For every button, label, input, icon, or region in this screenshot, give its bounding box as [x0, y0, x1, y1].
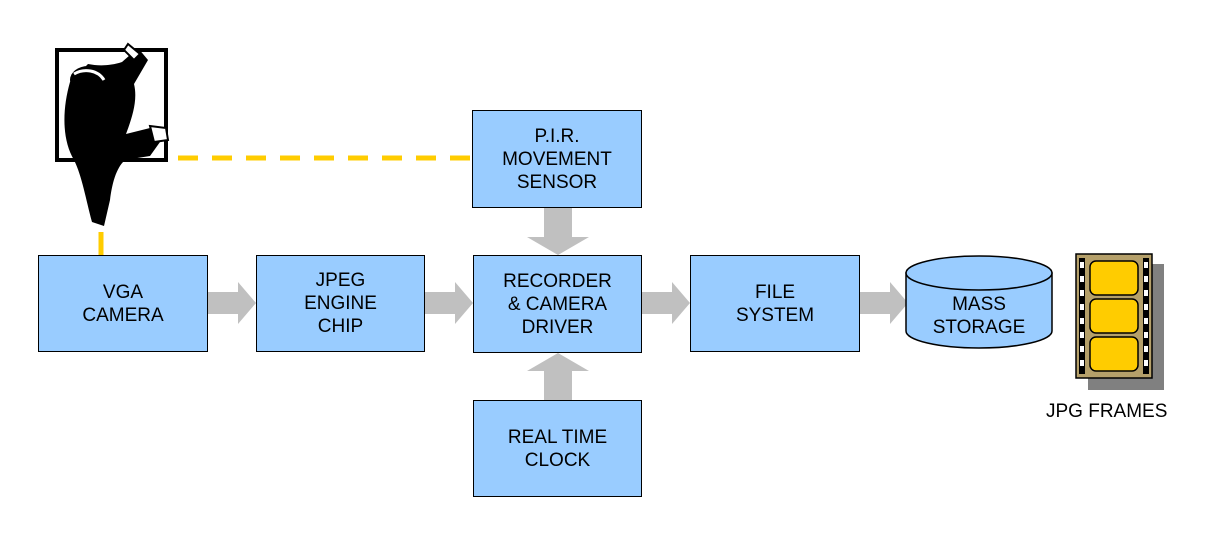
recorder-block: RECORDER & CAMERA DRIVER — [473, 255, 642, 353]
block-label-line: CHIP — [317, 316, 364, 337]
storage-label-line: MASS — [952, 294, 1006, 315]
block-label-line: FILE — [754, 281, 796, 303]
block-label-line: SYSTEM — [735, 304, 815, 326]
arrow-recorder-to-filesystem — [642, 282, 690, 324]
arrow-rtc-to-recorder — [527, 353, 589, 400]
mass-storage-label: MASS STORAGE — [906, 293, 1052, 339]
block-label-line: SENSOR — [516, 171, 598, 193]
jpeg-engine-block: JPEG ENGINE CHIP — [256, 255, 425, 352]
jpg-frames-caption: JPG FRAMES — [1046, 401, 1168, 422]
block-label-line: P.I.R. — [534, 125, 580, 147]
arrow-filesystem-to-storage — [860, 282, 908, 324]
storage-label-line: STORAGE — [932, 317, 1026, 338]
arrow-sensor-to-recorder — [527, 208, 589, 255]
intruder-icon — [55, 42, 170, 226]
block-label-line: REAL TIME — [507, 426, 608, 448]
film-strip-icon — [1075, 253, 1164, 390]
block-label-line: MOVEMENT — [502, 148, 612, 170]
block-label-line: JPEG — [315, 270, 366, 291]
rtc-block: REAL TIME CLOCK — [473, 400, 642, 497]
arrow-camera-to-jpeg — [208, 282, 256, 324]
block-label-line: VGA — [102, 281, 144, 303]
block-label-line: CLOCK — [524, 449, 591, 471]
vga-camera-block: VGA CAMERA — [38, 255, 208, 352]
block-label-line: DRIVER — [521, 316, 594, 338]
file-system-block: FILE SYSTEM — [690, 255, 860, 352]
pir-sensor-block: P.I.R. MOVEMENT SENSOR — [472, 110, 642, 208]
block-label-line: ENGINE — [304, 293, 377, 314]
block-label-line: RECORDER — [503, 270, 612, 292]
arrow-jpeg-to-recorder — [425, 282, 473, 324]
storage-cylinder — [905, 255, 1053, 349]
block-label-line: CAMERA — [82, 304, 164, 326]
block-label-line: & CAMERA — [507, 293, 608, 315]
